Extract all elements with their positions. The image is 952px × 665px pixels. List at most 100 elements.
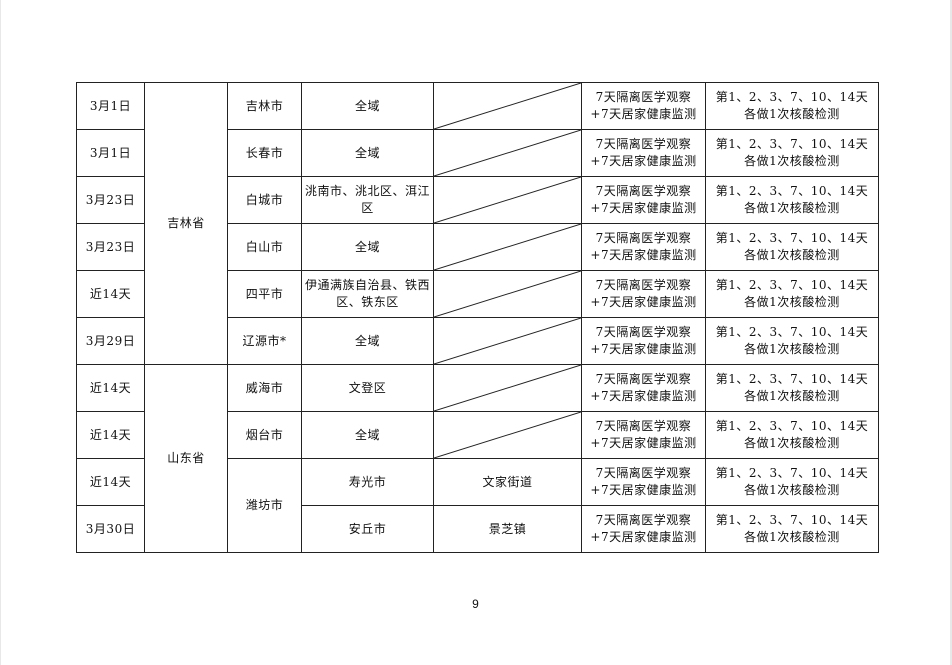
test-cell: 第1、2、3、7、10、14天各做1次核酸检测 [705, 411, 879, 459]
measure-line-2: +7天居家健康监测 [590, 107, 697, 121]
test-line-1: 第1、2、3、7、10、14天 [715, 372, 869, 386]
test-line-1: 第1、2、3、7、10、14天 [715, 231, 869, 245]
empty-diagonal-cell [433, 411, 582, 459]
test-cell: 第1、2、3、7、10、14天各做1次核酸检测 [705, 129, 879, 177]
measure-cell: 7天隔离医学观察 +7天居家健康监测 [581, 223, 706, 271]
measure-cell: 7天隔离医学观察 +7天居家健康监测 [581, 458, 706, 506]
measure-line-1: 7天隔离医学观察 [595, 372, 692, 386]
area-cell: 全域 [301, 317, 434, 365]
date-cell: 近14天 [76, 411, 145, 459]
measure-line-1: 7天隔离医学观察 [595, 325, 692, 339]
test-line-1: 第1、2、3、7、10、14天 [715, 466, 869, 480]
area-cell: 伊通满族自治县、铁西区、铁东区 [301, 270, 434, 318]
area-cell: 全域 [301, 82, 434, 130]
measure-line-2: +7天居家健康监测 [590, 436, 697, 450]
date-cell: 近14天 [76, 458, 145, 506]
measure-cell: 7天隔离医学观察 +7天居家健康监测 [581, 505, 706, 553]
measure-cell: 7天隔离医学观察+7天居家健康监测 [581, 82, 706, 130]
measure-line-2: +7天居家健康监测 [590, 154, 697, 168]
city-cell: 辽源市* [227, 317, 302, 365]
test-line-1: 第1、2、3、7、10、14天 [715, 419, 869, 433]
city-cell: 白城市 [227, 176, 302, 224]
measure-line-2: +7天居家健康监测 [590, 389, 697, 403]
city-cell: 烟台市 [227, 411, 302, 459]
measure-line-1: 7天隔离医学观察 [595, 466, 692, 480]
measure-line-1: 7天隔离医学观察 [595, 231, 692, 245]
table-row: 近14天 山东省 威海市 文登区 7天隔离医学观察+7天居家健康监测 第1、2、… [76, 364, 879, 553]
test-line-1: 第1、2、3、7、10、14天 [715, 325, 869, 339]
test-line-2: 各做1次核酸检测 [744, 436, 840, 450]
measure-cell: 7天隔离医学观察+7天居家健康监测 [581, 411, 706, 459]
measure-line-1: 7天隔离医学观察 [595, 278, 692, 292]
test-cell: 第1、2、3、7、10、14天各做1次核酸检测 [705, 364, 879, 412]
table-row: 3月1日 长春市 全域 7天隔离医学观察 +7天居家健康监测 第1、2、3、7、1… [76, 129, 879, 177]
city-cell: 潍坊市 [227, 458, 302, 553]
test-line-2: 各做1次核酸检测 [744, 389, 840, 403]
area-cell: 洮南市、洮北区、洱江区 [301, 176, 434, 224]
table-row: 近14天 潍坊市 寿光市 文家街道 7天隔离医学观察 +7天居家健康监测 第1、2… [76, 458, 879, 553]
date-cell: 3月23日 [76, 176, 145, 224]
page-number: 9 [472, 597, 479, 611]
test-line-1: 第1、2、3、7、10、14天 [715, 137, 869, 151]
test-line-2: 各做1次核酸检测 [744, 483, 840, 497]
table-row: 3月30日 安丘市 景芝镇 7天隔离医学观察+7天居家健康监测 第1、2、3、7… [76, 505, 879, 553]
test-line-2: 各做1次核酸检测 [744, 107, 840, 121]
city-cell: 四平市 [227, 270, 302, 318]
city-cell: 吉林市 [227, 82, 302, 130]
table-row: 3月1日 吉林省 吉林市 全域 7天隔离医学观察 +7天居家健康监测 第1、2、3… [76, 82, 879, 365]
date-cell: 3月29日 [76, 317, 145, 365]
table-row: 近14天 四平市 伊通满族自治县、铁西区、铁东区 7天隔离医学观察 +7天居家健康… [76, 270, 879, 318]
test-cell: 第1、2、3、7、10、14天各做1次核酸检测 [705, 505, 879, 553]
street-cell: 景芝镇 [433, 505, 582, 553]
test-line-2: 各做1次核酸检测 [744, 295, 840, 309]
empty-diagonal-cell [433, 364, 582, 412]
area-cell: 寿光市 [301, 458, 434, 506]
measure-line-1: 7天隔离医学观察 [595, 137, 692, 151]
test-cell: 第1、2、3、7、10、14天各做1次核酸检测 [705, 82, 879, 130]
area-cell: 安丘市 [301, 505, 434, 553]
empty-diagonal-cell [433, 176, 582, 224]
test-cell: 第1、2、3、7、10、14天各做1次核酸检测 [705, 223, 879, 271]
area-cell: 全域 [301, 411, 434, 459]
risk-area-table: 3月1日 吉林省 吉林市 全域 7天隔离医学观察 +7天居家健康监测 第1、2、3… [76, 82, 879, 553]
test-line-2: 各做1次核酸检测 [744, 530, 840, 544]
date-cell: 近14天 [76, 270, 145, 318]
date-cell: 近14天 [76, 364, 145, 412]
test-line-2: 各做1次核酸检测 [744, 342, 840, 356]
empty-diagonal-cell [433, 223, 582, 271]
area-cell: 全域 [301, 223, 434, 271]
test-line-1: 第1、2、3、7、10、14天 [715, 90, 869, 104]
empty-diagonal-cell [433, 317, 582, 365]
test-line-2: 各做1次核酸检测 [744, 248, 840, 262]
street-cell: 文家街道 [433, 458, 582, 506]
measure-line-2: +7天居家健康监测 [590, 295, 697, 309]
test-line-1: 第1、2、3、7、10、14天 [715, 278, 869, 292]
table-row: 3月23日 白城市 洮南市、洮北区、洱江区 7天隔离医学观察+7天居家健康监测 … [76, 176, 879, 224]
measure-line-2: +7天居家健康监测 [590, 483, 697, 497]
test-line-2: 各做1次核酸检测 [744, 154, 840, 168]
province-cell: 吉林省 [144, 82, 228, 365]
city-cell: 威海市 [227, 364, 302, 412]
measure-line-1: 7天隔离医学观察 [595, 513, 692, 527]
measure-line-2: +7天居家健康监测 [590, 530, 697, 544]
test-line-1: 第1、2、3、7、10、14天 [715, 513, 869, 527]
measure-line-2: +7天居家健康监测 [590, 342, 697, 356]
date-cell: 3月1日 [76, 129, 145, 177]
date-cell: 3月23日 [76, 223, 145, 271]
test-line-1: 第1、2、3、7、10、14天 [715, 184, 869, 198]
test-cell: 第1、2、3、7、10、14天各做1次核酸检测 [705, 317, 879, 365]
area-cell: 全域 [301, 129, 434, 177]
test-cell: 第1、2、3、7、10、14天各做1次核酸检测 [705, 458, 879, 506]
city-cell: 长春市 [227, 129, 302, 177]
test-line-2: 各做1次核酸检测 [744, 201, 840, 215]
empty-diagonal-cell [433, 82, 582, 130]
measure-line-2: +7天居家健康监测 [590, 248, 697, 262]
province-cell: 山东省 [144, 364, 228, 553]
date-cell: 3月1日 [76, 82, 145, 130]
measure-line-2: +7天居家健康监测 [590, 201, 697, 215]
measure-cell: 7天隔离医学观察 +7天居家健康监测 [581, 364, 706, 412]
measure-line-1: 7天隔离医学观察 [595, 184, 692, 198]
measure-cell: 7天隔离医学观察 +7天居家健康监测 [581, 317, 706, 365]
measure-cell: 7天隔离医学观察 +7天居家健康监测 [581, 270, 706, 318]
